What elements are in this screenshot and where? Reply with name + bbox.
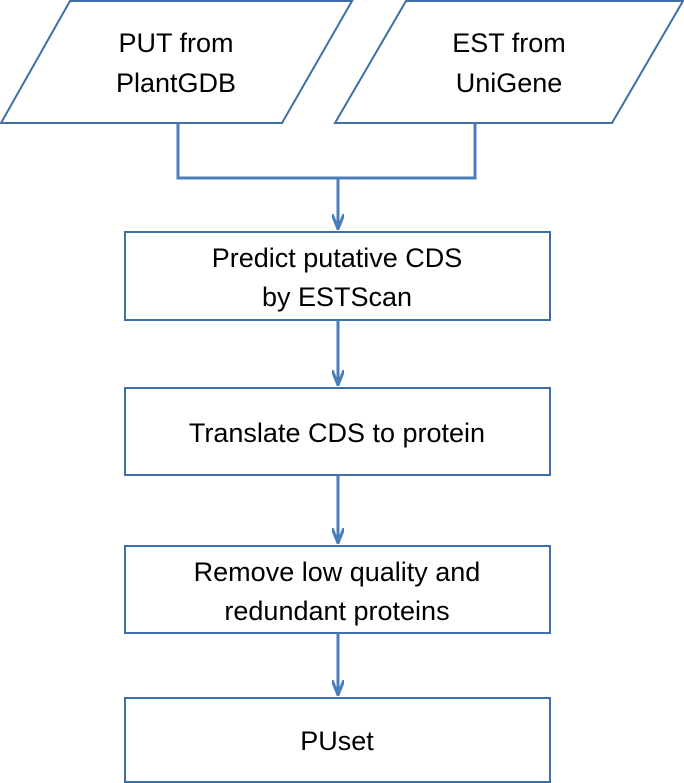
step-label-line1: Remove low quality and bbox=[194, 557, 481, 587]
input-put-plantgdb: PUT from PlantGDB bbox=[0, 0, 354, 124]
step-remove-proteins: Remove low quality and redundant protein… bbox=[124, 545, 551, 634]
step-translate-cds: Translate CDS to protein bbox=[124, 387, 551, 476]
step-label-line2: redundant proteins bbox=[224, 596, 449, 626]
step-predict-cds: Predict putative CDS by ESTScan bbox=[124, 231, 551, 321]
step-puset: PUset bbox=[124, 697, 551, 783]
step-box bbox=[124, 545, 551, 634]
step-label: Translate CDS to protein bbox=[189, 418, 485, 448]
input-shape bbox=[333, 0, 684, 124]
input-est-unigene: EST from UniGene bbox=[333, 0, 684, 124]
input-label-line2: PlantGDB bbox=[116, 68, 236, 98]
input-shape bbox=[0, 0, 354, 124]
step-box bbox=[124, 697, 551, 783]
step-box bbox=[124, 387, 551, 476]
step-label-line2: by ESTScan bbox=[262, 282, 412, 312]
input-label-line2: UniGene bbox=[456, 68, 563, 98]
merge-connector bbox=[176, 123, 477, 180]
step-label: PUset bbox=[300, 726, 374, 756]
step-label-line1: Predict putative CDS bbox=[212, 243, 463, 273]
input-label-line1: EST from bbox=[452, 28, 566, 58]
input-label-line1: PUT from bbox=[118, 28, 233, 58]
